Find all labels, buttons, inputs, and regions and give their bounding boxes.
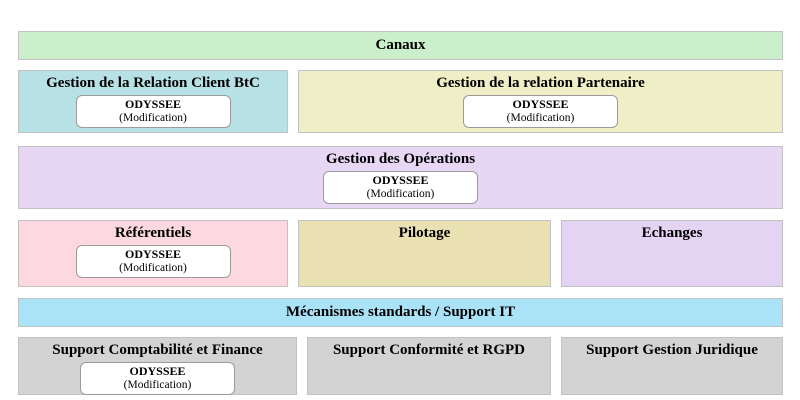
block-support-juridique: Support Gestion Juridique [561, 337, 783, 395]
app-chip-odyssee: ODYSSEE (Modification) [463, 95, 618, 128]
app-chip-detail: (Modification) [506, 112, 575, 124]
block-operations: Gestion des Opérations ODYSSEE (Modifica… [18, 146, 783, 209]
block-support-comptabilite-title: Support Comptabilité et Finance [52, 342, 263, 358]
block-referentiels: Référentiels ODYSSEE (Modification) [18, 220, 288, 287]
app-chip-detail: (Modification) [123, 379, 192, 391]
app-chip-name: ODYSSEE [129, 364, 186, 378]
block-support-conformite: Support Conformité et RGPD [307, 337, 551, 395]
app-chip-odyssee: ODYSSEE (Modification) [75, 95, 231, 128]
block-pilotage-title: Pilotage [398, 225, 451, 241]
block-relation-client-btc: Gestion de la Relation Client BtC ODYSSE… [18, 70, 288, 133]
block-echanges: Echanges [561, 220, 783, 287]
block-canaux: Canaux [18, 31, 783, 60]
app-chip-name: ODYSSEE [124, 247, 182, 261]
app-chip-name: ODYSSEE [372, 173, 429, 187]
app-chip-detail: (Modification) [119, 112, 187, 124]
app-chip-name: ODYSSEE [124, 97, 182, 111]
block-mecanismes-support-it: Mécanismes standards / Support IT [18, 298, 783, 327]
block-pilotage: Pilotage [298, 220, 551, 287]
app-chip-odyssee: ODYSSEE (Modification) [75, 245, 231, 278]
block-relation-client-btc-title: Gestion de la Relation Client BtC [46, 75, 260, 91]
app-chip-detail: (Modification) [366, 188, 435, 200]
block-support-juridique-title: Support Gestion Juridique [586, 342, 758, 358]
block-operations-title: Gestion des Opérations [325, 151, 476, 167]
app-chip-odyssee: ODYSSEE (Modification) [80, 362, 235, 395]
block-relation-partenaire-title: Gestion de la relation Partenaire [436, 75, 645, 91]
app-chip-name: ODYSSEE [512, 97, 569, 111]
row-supports: Support Comptabilité et Finance ODYSSEE … [18, 337, 783, 395]
row-referentiels-pilotage-echanges: Référentiels ODYSSEE (Modification) Pilo… [18, 220, 783, 287]
block-canaux-title: Canaux [375, 37, 426, 53]
row-relations: Gestion de la Relation Client BtC ODYSSE… [18, 70, 783, 133]
block-referentiels-title: Référentiels [114, 225, 192, 241]
diagram-content: Canaux Gestion de la Relation Client BtC… [18, 31, 783, 395]
app-chip-detail: (Modification) [119, 262, 187, 274]
block-relation-partenaire: Gestion de la relation Partenaire ODYSSE… [298, 70, 783, 133]
block-mecanismes-support-it-title: Mécanismes standards / Support IT [285, 304, 516, 320]
block-support-conformite-title: Support Conformité et RGPD [332, 342, 526, 358]
app-chip-odyssee: ODYSSEE (Modification) [323, 171, 478, 204]
block-echanges-title: Echanges [641, 225, 703, 241]
block-support-comptabilite: Support Comptabilité et Finance ODYSSEE … [18, 337, 297, 395]
